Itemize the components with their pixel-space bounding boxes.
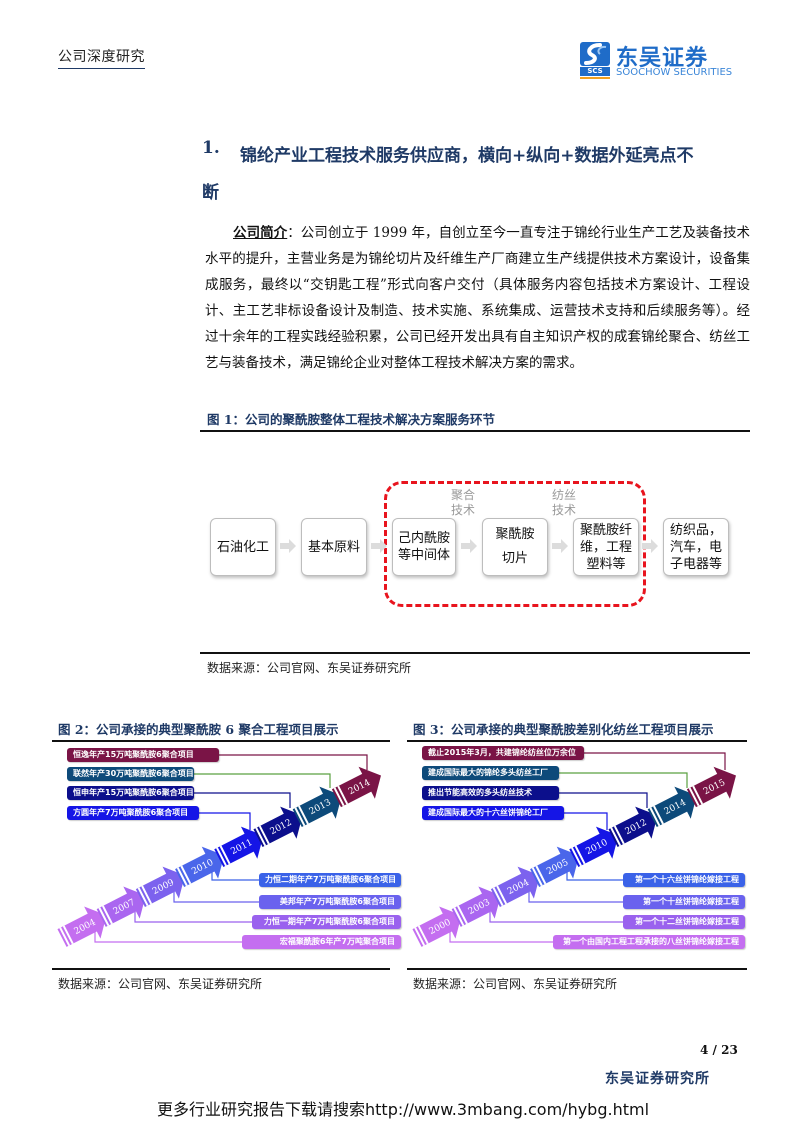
figure3-bottom-rule xyxy=(407,968,747,970)
header-section-label: 公司深度研究 xyxy=(58,46,145,69)
tech-label-polymerization: 聚合技术 xyxy=(451,488,476,517)
figure2-caption: 图 2：公司承接的典型聚酰胺 6 聚合工程项目展示 xyxy=(58,722,339,737)
figure1-top-rule xyxy=(200,430,750,432)
flow-step-raw-materials: 基本原料 xyxy=(301,518,367,576)
tech-label-spinning: 纺丝技术 xyxy=(552,488,577,517)
project-label: 建成国际最大的十六丝饼锦纶工厂 xyxy=(422,806,564,820)
flow-arrow-icon xyxy=(371,539,387,553)
project-label: 第一个十六丝饼锦纶嫁接工程 xyxy=(623,873,745,887)
logo-en-name: SOOCHOW SECURITIES xyxy=(616,67,733,78)
figure1-flow-diagram: 聚合技术 纺丝技术 石油化工 基本原料 己内酰胺等中间体 聚酰胺切片 聚酰胺纤维… xyxy=(200,432,750,652)
section-title-line2: 断 xyxy=(202,183,219,203)
project-label: 恒申年产15万吨聚酰胺6聚合项目 xyxy=(67,786,194,800)
flow-step-label: 己内酰胺等中间体 xyxy=(397,531,450,563)
flow-arrow-icon xyxy=(552,539,568,553)
scs-logo-icon xyxy=(580,42,610,66)
flow-step-caprolactam: 己内酰胺等中间体 xyxy=(392,518,456,576)
figure2-timeline-arrows: 2004 2007 2009 2010 2011 2012 2013 2014 xyxy=(57,754,381,947)
intro-lead: 公司简介 xyxy=(233,225,288,241)
flow-step-label: 聚酰胺切片 xyxy=(495,527,535,566)
figure2-source: 数据来源：公司官网、东吴证券研究所 xyxy=(58,977,263,991)
flow-arrow-icon xyxy=(642,539,658,553)
figure3-timeline-arrows: 2000 2003 2004 2005 2010 2012 2014 2015 xyxy=(412,752,736,947)
project-label: 方圆年产7万吨聚酰胺6聚合项目 xyxy=(67,806,199,820)
section-number: 1. xyxy=(202,138,220,158)
figure3-caption: 图 3：公司承接的典型聚酰胺差别化纺丝工程项目展示 xyxy=(413,722,714,737)
project-label: 推出节能高效的多头纺丝技术 xyxy=(422,786,559,800)
flow-step-label: 基本原料 xyxy=(307,539,360,555)
figure2-bottom-rule xyxy=(52,968,390,970)
flow-arrow-icon xyxy=(280,539,296,553)
flow-step-label: 聚酰胺纤维，工程塑料等 xyxy=(579,522,632,572)
flow-step-pa-chips: 聚酰胺切片 xyxy=(482,518,548,576)
project-label: 美邦年产7万吨聚酰胺6聚合项目 xyxy=(259,895,401,909)
logo-accent-bar xyxy=(580,77,610,79)
project-label: 第一个十二丝饼锦纶嫁接工程 xyxy=(623,915,745,929)
footer-org: 东吴证券研究所 xyxy=(605,1071,710,1087)
intro-text: ：公司创立于 1999 年，自创立至今一直专注于锦纶行业生产工艺及装备技术水平的… xyxy=(205,225,750,371)
project-label: 恒逸年产15万吨聚酰胺6聚合项目 xyxy=(67,748,219,762)
figure1-bottom-rule xyxy=(200,652,750,654)
figure1-caption: 图 1：公司的聚酰胺整体工程技术解决方案服务环节 xyxy=(207,412,496,427)
page-number: 4 / 23 xyxy=(700,1043,738,1057)
project-label: 第一个由国内工程工程承接的八丝饼锦纶嫁接工程 xyxy=(553,935,745,949)
flow-step-pa-fiber: 聚酰胺纤维，工程塑料等 xyxy=(573,518,639,576)
figure2-top-rule xyxy=(52,740,390,742)
project-label: 力恒一期年产7万吨聚酰胺6聚合项目 xyxy=(252,915,401,929)
logo-cn-name: 东吴证券 xyxy=(616,46,709,71)
flow-step-petrochemical: 石油化工 xyxy=(210,518,276,576)
figure3-top-rule xyxy=(407,740,747,742)
project-label: 联然年产30万吨聚酰胺6聚合项目 xyxy=(67,767,194,781)
figure1-source: 数据来源：公司官网、东吴证券研究所 xyxy=(207,661,412,675)
project-label: 截止2015年3月，共建锦纶纺丝位万余位 xyxy=(422,746,584,760)
project-label: 宏福聚酰胺6年产7万吨聚合项目 xyxy=(242,935,401,949)
soochow-securities-logo: SCS 东吴证券 SOOCHOW SECURITIES xyxy=(580,40,750,82)
footer-promo-link[interactable]: 更多行业研究报告下载请搜索http://www.3mbang.com/hybg.… xyxy=(157,1100,650,1119)
figure2-timeline: 2004 2007 2009 2010 2011 2012 2013 2014 … xyxy=(52,742,401,966)
figure3-timeline: 2000 2003 2004 2005 2010 2012 2014 2015 … xyxy=(407,742,752,966)
project-label: 建成国际最大的锦纶多头纺丝工厂 xyxy=(422,766,559,780)
intro-paragraph: 公司简介：公司创立于 1999 年，自创立至今一直专注于锦纶行业生产工艺及装备技… xyxy=(205,220,750,376)
section-title-line1: 锦纶产业工程技术服务供应商，横向+纵向+数据外延亮点不 xyxy=(240,146,694,166)
figure3-source: 数据来源：公司官网、东吴证券研究所 xyxy=(413,977,618,991)
flow-step-label: 石油化工 xyxy=(216,539,269,555)
project-label: 力恒二期年产7万吨聚酰胺6聚合项目 xyxy=(259,873,401,887)
flow-step-end-products: 纺织品，汽车，电子电器等 xyxy=(663,518,729,576)
project-label: 第一个十丝饼锦纶嫁接工程 xyxy=(623,895,745,909)
flow-step-label: 纺织品，汽车，电子电器等 xyxy=(669,522,722,572)
logo-abbr: SCS xyxy=(580,67,610,76)
flow-arrow-icon xyxy=(461,539,477,553)
